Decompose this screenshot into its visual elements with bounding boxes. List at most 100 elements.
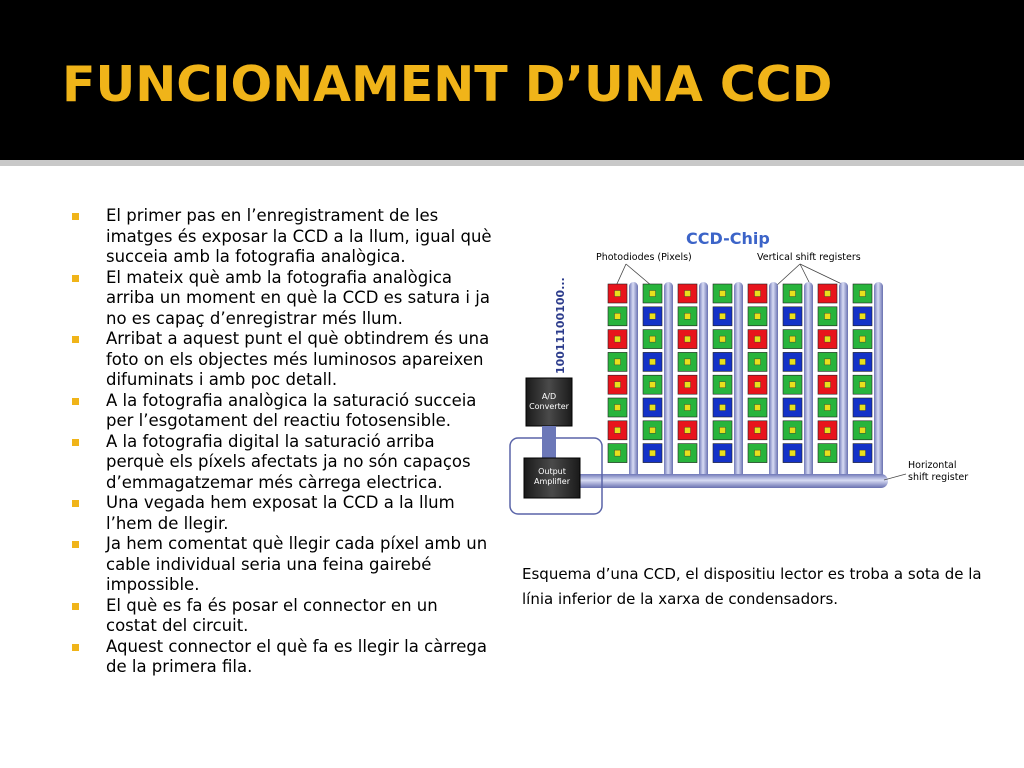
pixel-center (684, 427, 691, 434)
pixel-center (754, 313, 761, 320)
pixel-center (684, 290, 691, 297)
pixel-center (614, 358, 621, 366)
pixel-center (754, 404, 761, 411)
vertical-shift-register (804, 282, 813, 478)
pixel-center (824, 427, 831, 434)
ccd-chip-diagram: CCD-Chip Photodiodes (Pixels) Vertical s… (509, 229, 968, 515)
pixel-center (859, 381, 866, 388)
pixel-center (824, 404, 831, 411)
bullet-square-icon (72, 500, 79, 507)
pixel-center (859, 404, 866, 411)
photodiodes-pointer-line (615, 263, 627, 287)
pixel-center (824, 449, 831, 457)
pixel-center (614, 335, 621, 343)
bullet-square-icon (72, 397, 79, 405)
pixel-center (789, 427, 796, 434)
output-amplifier-box (523, 457, 581, 499)
title-divider (0, 160, 1024, 166)
horizontal-shift-register (568, 474, 888, 488)
pixel-center (719, 427, 726, 434)
pixel-center (824, 335, 831, 343)
vertical-shift-registers-label: Vertical shift registers (757, 252, 861, 263)
pixel-center (789, 313, 796, 320)
pixel-center (789, 381, 796, 388)
bullet-item: Arribat a aquest punt el què obtindrem é… (72, 329, 492, 391)
bullet-item: El què es fa és posar el connector en un… (72, 596, 492, 637)
bullet-square-icon (72, 213, 79, 220)
pixel-center (824, 313, 831, 320)
figure-caption: Esquema d’una CCD, el dispositiu lector … (522, 565, 982, 608)
vertical-shift-register (769, 282, 778, 478)
pixel-center (824, 290, 831, 297)
pixel-center (789, 404, 796, 411)
pixel-grid (607, 282, 883, 478)
bullet-square-icon (72, 643, 79, 651)
bullet-item: Ja hem comentat què llegir cada píxel am… (72, 534, 492, 596)
pixel-center (614, 449, 621, 457)
bullet-item: A la fotografia digital la saturació arr… (72, 432, 492, 494)
bullet-square-icon (72, 541, 79, 548)
horizontal-shift-register-label: Horizontal (908, 460, 957, 471)
pixel-center (684, 335, 691, 343)
chip-title: CCD-Chip (686, 229, 770, 248)
bullet-square-icon (72, 336, 79, 343)
bullet-text: A la fotografia digital la saturació arr… (106, 431, 471, 492)
bullet-square-icon (72, 438, 79, 446)
output-amplifier-label: Amplifier (534, 477, 571, 486)
bullet-item: El mateix què amb la fotografia analògic… (72, 268, 492, 330)
pixel-center (754, 381, 761, 388)
vertical-pointer-line (775, 263, 801, 287)
bullet-square-icon (72, 602, 79, 610)
pixel-center (684, 404, 691, 411)
pixel-center (859, 313, 866, 320)
pixel-center (649, 313, 656, 320)
bullet-item: Una vegada hem exposat la CCD a la llum … (72, 493, 492, 534)
vertical-shift-register (734, 282, 743, 478)
horizontal-pointer-line (883, 473, 907, 481)
bullet-text: Ja hem comentat què llegir cada píxel am… (106, 534, 488, 594)
bullet-text: Una vegada hem exposat la CCD a la llum … (106, 493, 455, 533)
pixel-center (789, 449, 796, 457)
pixel-center (789, 358, 796, 366)
pixel-center (649, 381, 656, 388)
slide-title: FUNCIONAMENT D’UNA CCD (62, 56, 833, 113)
pixel-center (824, 358, 831, 366)
pixel-center (859, 449, 866, 457)
pixel-center (754, 358, 761, 366)
pixel-center (614, 404, 621, 411)
vertical-pointer-line (799, 263, 847, 287)
pixel-center (859, 427, 866, 434)
pixel-center (649, 335, 656, 343)
pixel-center (719, 404, 726, 411)
pixel-center (719, 290, 726, 297)
pixel-center (789, 290, 796, 297)
pixel-center (614, 290, 621, 297)
vertical-shift-register (629, 282, 638, 478)
horizontal-shift-register-label: shift register (908, 472, 968, 483)
pixel-center (719, 358, 726, 366)
pixel-center (684, 313, 691, 320)
pixel-center (719, 381, 726, 388)
vertical-shift-register (874, 282, 883, 478)
vertical-shift-register (664, 282, 673, 478)
pixel-center (754, 290, 761, 297)
pixel-center (649, 290, 656, 297)
pixel-center (719, 313, 726, 320)
bullet-text: Aquest connector el què fa es llegir la … (106, 636, 487, 677)
pixel-center (614, 427, 621, 434)
photodiodes-label: Photodiodes (Pixels) (596, 252, 692, 263)
bullet-text: A la fotografia analògica la saturació s… (106, 390, 477, 431)
bullet-text: El primer pas en l’enregistrament de les… (106, 206, 492, 266)
photodiodes-pointer-line (625, 263, 653, 287)
pixel-center (754, 427, 761, 434)
ad-converter-label: A/D (542, 392, 556, 401)
bullet-item: El primer pas en l’enregistrament de les… (72, 206, 492, 268)
pixel-center (614, 381, 621, 388)
pixel-center (649, 427, 656, 434)
ad-to-amplifier-link (542, 426, 556, 458)
bullet-list: El primer pas en l’enregistrament de les… (72, 206, 492, 678)
vertical-shift-register (699, 282, 708, 478)
pixel-center (859, 335, 866, 343)
pixel-center (824, 381, 831, 388)
pixel-center (649, 358, 656, 366)
